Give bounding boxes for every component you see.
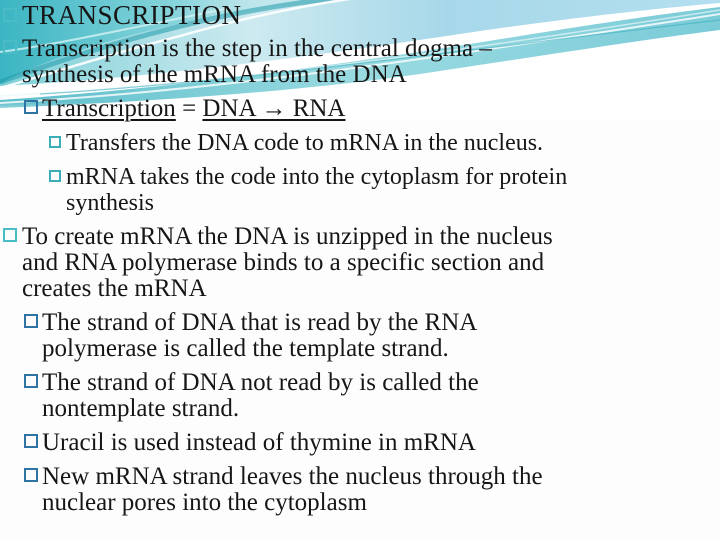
text-run: and RNA polymerase binds to a specific s… (22, 249, 545, 276)
text-run: New mRNA strand leaves the nucleus throu… (42, 463, 543, 490)
text-run: = (175, 95, 203, 122)
bullet-square-icon (3, 8, 17, 22)
text-run: synthesis (66, 190, 155, 216)
bullet-square-icon (24, 468, 38, 482)
text-run: DNA → RNA (202, 95, 346, 122)
bullet-square-icon (24, 100, 38, 114)
bullet-square-icon (24, 434, 38, 448)
text-run: synthesis of the mRNA from the DNA (22, 61, 407, 88)
text-run: TRANSCRIPTION (22, 0, 242, 30)
text-run: The strand of DNA that is read by the RN… (42, 309, 478, 336)
bullet-item: Transcription = DNA → RNA (3, 96, 717, 122)
text-run: The strand of DNA not read by is called … (42, 369, 479, 396)
text-run: nuclear pores into the cytoplasm (42, 489, 367, 516)
text-run: Transcription is the step in the central… (22, 35, 492, 62)
text-run: Transcription (42, 95, 176, 122)
bullet-item: Transcription is the step in the central… (3, 36, 717, 88)
slide-title-item: TRANSCRIPTION (3, 0, 717, 30)
bullet-item: mRNA takes the code into the cytoplasm f… (3, 164, 717, 216)
bullet-item: Transfers the DNA code to mRNA in the nu… (3, 130, 717, 156)
text-run: creates the mRNA (22, 275, 207, 302)
slide-content: TRANSCRIPTION Transcription is the step i… (3, 2, 717, 516)
text-run: polymerase is called the template strand… (42, 335, 449, 362)
bullet-square-icon (3, 228, 17, 242)
bullet-item: The strand of DNA that is read by the RN… (3, 310, 717, 362)
bullet-square-icon (24, 314, 38, 328)
text-run: To create mRNA the DNA is unzipped in th… (22, 223, 553, 250)
text-run: mRNA takes the code into the cytoplasm f… (66, 164, 568, 190)
bullet-square-icon (3, 40, 17, 54)
bullet-square-icon (24, 374, 38, 388)
bullet-item: New mRNA strand leaves the nucleus throu… (3, 464, 717, 516)
text-run: nontemplate strand. (42, 395, 240, 422)
text-run: Transfers the DNA code to mRNA in the nu… (66, 130, 544, 156)
bullet-item: The strand of DNA not read by is called … (3, 370, 717, 422)
bullet-square-icon (49, 170, 61, 182)
bullet-square-icon (49, 136, 61, 148)
text-run: Uracil is used instead of thymine in mRN… (42, 429, 476, 456)
bullet-item: Uracil is used instead of thymine in mRN… (3, 430, 717, 456)
bullet-item: To create mRNA the DNA is unzipped in th… (3, 224, 717, 302)
